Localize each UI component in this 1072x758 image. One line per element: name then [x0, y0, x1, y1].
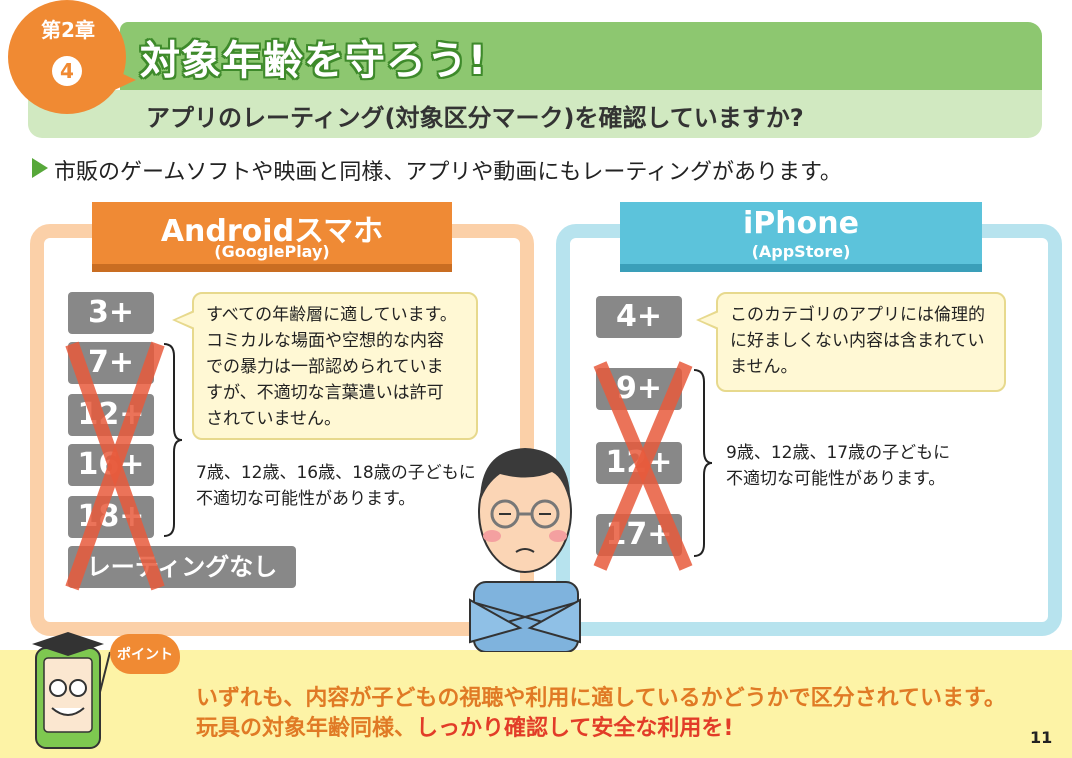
point-badge	[110, 634, 180, 674]
iphone-platform-header: iPhone (AppStore)	[620, 202, 982, 272]
point-text-normal: 玩具の対象年齢同様、	[196, 716, 417, 741]
chapter-badge	[8, 0, 136, 114]
android-rating-7: 7+	[68, 342, 154, 384]
iphone-bubble-line: に好ましくない内容は含まれてい	[730, 331, 985, 351]
header-subtitle-bar	[28, 90, 1042, 138]
android-bubble-line: コミカルな場面や空想的な内容	[206, 331, 444, 351]
android-platform-name: Androidスマホ	[160, 214, 384, 249]
android-bracket	[163, 343, 183, 537]
android-platform-header: Androidスマホ (GooglePlay)	[92, 202, 452, 272]
man-crossing-arms-illustration	[469, 448, 581, 652]
iphone-note-line: 9歳、12歳、17歳の子どもに	[726, 443, 951, 463]
iphone-store-name: (AppStore)	[751, 242, 851, 261]
point-label: ポイント	[117, 647, 173, 663]
android-no-rating: レーティングなし	[68, 546, 296, 588]
iphone-bubble-line: このカテゴリのアプリには倫理的	[730, 305, 985, 325]
iphone-description-bubble: このカテゴリのアプリには倫理的 に好ましくない内容は含まれてい ません。	[696, 292, 1006, 392]
android-store-name: (GooglePlay)	[214, 242, 330, 261]
android-cross-icon	[65, 341, 165, 591]
iphone-cross-icon	[593, 361, 693, 571]
smartphone-mascot-illustration	[32, 632, 111, 749]
android-bubble-line: されていません。	[206, 409, 341, 429]
point-section	[0, 650, 1072, 758]
chapter-label: 第2章	[41, 18, 95, 42]
iphone-platform-name: iPhone	[743, 206, 859, 241]
android-bubble-line: すべての年齢層に適しています。	[206, 305, 457, 325]
point-text-highlight: しっかり確認して安全な利用を!	[416, 716, 734, 741]
android-bubble-line: での暴力は一部認められていま	[206, 357, 444, 377]
page-title: 対象年齢を守ろう!	[140, 38, 488, 84]
android-note-line: 不適切な可能性があります。	[196, 489, 416, 509]
point-text-line1: いずれも、内容が子どもの視聴や利用に適しているかどうかで区分されています。	[196, 686, 1006, 711]
page-subtitle: アプリのレーティング(対象区分マーク)を確認していますか?	[146, 104, 804, 132]
android-description-bubble: すべての年齢層に適しています。 コミカルな場面や空想的な内容 での暴力は一部認め…	[172, 292, 478, 440]
point-text-line2: 玩具の対象年齢同様、しっかり確認して安全な利用を!	[196, 710, 733, 742]
page-number: 11	[1030, 728, 1053, 747]
android-note: 7歳、12歳、16歳、18歳の子どもに 不適切な可能性があります。	[196, 460, 476, 512]
iphone-rating-4: 4+	[596, 296, 682, 338]
intro-text: 市販のゲームソフトや映画と同様、アプリや動画にもレーティングがあります。	[54, 160, 842, 185]
iphone-note-line: 不適切な可能性があります。	[726, 469, 946, 489]
iphone-bracket	[693, 369, 713, 557]
android-note-line: 7歳、12歳、16歳、18歳の子どもに	[196, 463, 476, 483]
chapter-number: 4	[52, 56, 82, 86]
header-title-bar	[120, 22, 1042, 90]
iphone-bubble-line: ません。	[730, 357, 798, 377]
android-rating-3: 3+	[68, 292, 154, 334]
iphone-note: 9歳、12歳、17歳の子どもに 不適切な可能性があります。	[726, 440, 950, 492]
android-bubble-line: すが、不適切な言葉遣いは許可	[206, 383, 444, 403]
triangle-bullet-icon	[32, 158, 48, 178]
